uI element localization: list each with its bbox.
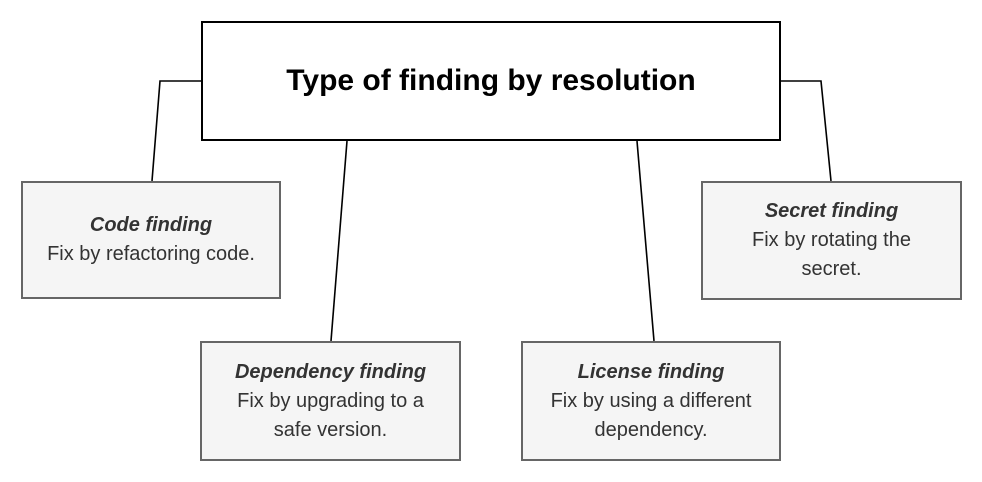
connector-root-to-license [636, 140, 655, 342]
connector-root-to-secret [781, 80, 832, 182]
connector-root-to-dependency [330, 140, 348, 342]
connector-root-to-code [151, 80, 201, 182]
code-finding-title: Code finding [89, 214, 213, 236]
dependency-finding-description: Fix by upgrading to a safe version. [237, 389, 424, 441]
secret-finding-description: Fix by rotating the secret. [752, 229, 911, 280]
license-finding-description: Fix by using a different dependency. [550, 389, 752, 441]
node-license-finding: License finding Fix by using a different… [521, 341, 781, 461]
dependency-finding-title: Dependency finding [234, 360, 427, 383]
node-code-finding: Code finding Fix by refactoring code. [21, 181, 281, 299]
node-secret-finding: Secret finding Fix by rotating the secre… [701, 181, 962, 300]
node-dependency-finding: Dependency finding Fix by upgrading to a… [200, 341, 461, 461]
code-finding-description: Fix by refactoring code. [47, 243, 255, 265]
license-finding-title: License finding [577, 360, 725, 383]
secret-finding-title: Secret finding [764, 200, 899, 222]
root-node-title: Type of finding by resolution [286, 64, 696, 97]
node-root: Type of finding by resolution [201, 21, 781, 141]
